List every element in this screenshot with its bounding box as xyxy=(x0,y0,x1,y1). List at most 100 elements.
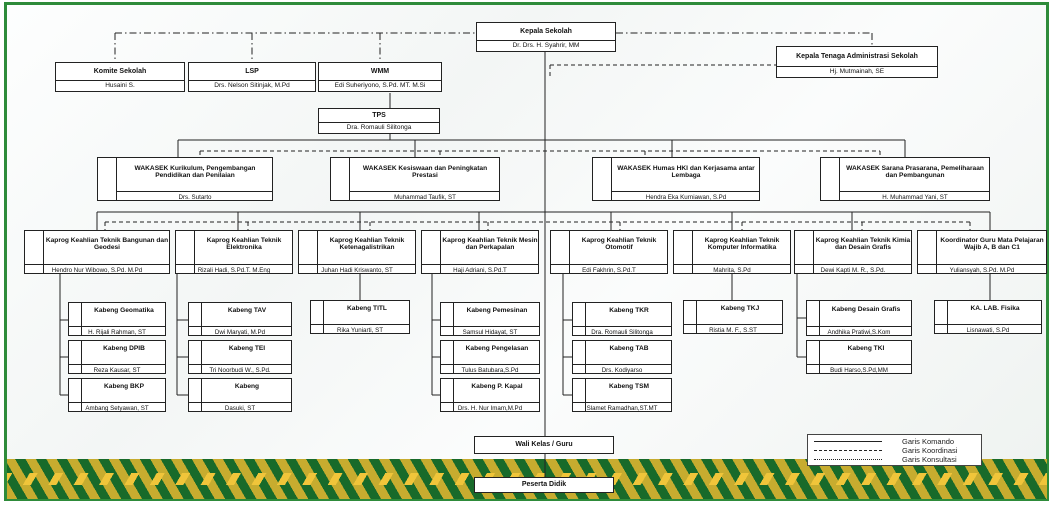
kaprog-name: Haji Adriani, S.Pd.T xyxy=(421,264,539,274)
kabeng-box: Kabeng BKP Ambang Setyawan, ST xyxy=(68,378,166,412)
wakasek-name: Muhammad Taufik, ST xyxy=(350,191,500,201)
kabeng-name: Dra. Romauli Silitonga xyxy=(572,326,672,336)
kabeng-box: Kabeng TITL Rika Yuniarti, ST xyxy=(310,300,410,334)
committee-title: WMM xyxy=(370,67,390,75)
kabeng-box: Kabeng Geomatika H. Rijali Rahman, ST xyxy=(68,302,166,336)
admin-name: Hj. Mutmainah, SE xyxy=(777,66,937,77)
kabeng-box: Kabeng TEI Tri Noorbudi W., S.Pd. xyxy=(188,340,292,374)
kaprog-box-bangunan: Kaprog Keahlian Teknik Bangunan dan Geod… xyxy=(24,230,170,274)
kaprog-name: Hendro Nur Wibowo, S.Pd. M.Pd xyxy=(24,264,170,274)
legend-label: Garis Koordinasi xyxy=(902,446,958,455)
kabeng-box: Kabeng Pengelasan Tulus Batubara,S.Pd xyxy=(440,340,540,374)
committee-title: LSP xyxy=(245,67,259,75)
wakasek-title: WAKASEK Humas HKI dan Kerjasama antar Le… xyxy=(617,164,755,180)
kabeng-box: Kabeng DPIB Reza Kausar, ST xyxy=(68,340,166,374)
kaprog-name: Edi Fakhrin, S.Pd.T xyxy=(550,264,668,274)
kabeng-title: Kabeng TEI xyxy=(228,345,266,353)
kaprog-title: Kaprog Keahlian Teknik Ketenagalistrikan xyxy=(329,236,405,252)
tps-box: TPS Dra. Romauli Silitonga xyxy=(318,108,440,134)
kaprog-name: Rizali Hadi, S.Pd.T. M.Eng xyxy=(175,264,293,274)
kabeng-name: Andhika Pratiwi,S.Kom xyxy=(806,326,912,336)
kaprog-title: Kaprog Keahlian Teknik Bangunan dan Geod… xyxy=(45,236,169,252)
legend-koordinasi: Garis Koordinasi xyxy=(814,446,974,455)
kabeng-title: Kabeng TKJ xyxy=(720,305,760,313)
admin-title: Kepala Tenaga Administrasi Sekolah xyxy=(796,52,918,60)
kabeng-name: Tulus Batubara,S.Pd xyxy=(440,364,540,374)
kaprog-title: Kaprog Keahlian Teknik Komputer Informat… xyxy=(704,236,780,252)
tps-name: Dra. Romauli Silitonga xyxy=(319,122,439,133)
kaprog-box-koordinator: Koordinator Guru Mata Pelajaran Wajib A,… xyxy=(917,230,1047,274)
kaprog-title: Kaprog Keahlian Teknik Kimia dan Desain … xyxy=(815,236,911,252)
kabeng-box: Kabeng TKJ Ristia M. F., S.ST xyxy=(683,300,783,334)
kaprog-box-listrik: Kaprog Keahlian Teknik Ketenagalistrikan… xyxy=(298,230,416,274)
wakasek-title: WAKASEK Sarana Prasarana, Pemeliharaan d… xyxy=(846,164,984,180)
peserta-didik-box: Peserta Didik xyxy=(474,477,614,493)
line-legend: Garis Komando Garis Koordinasi Garis Kon… xyxy=(807,434,982,466)
kabeng-title: Kabeng TKI xyxy=(847,345,885,353)
kaprog-box-kimia: Kaprog Keahlian Teknik Kimia dan Desain … xyxy=(794,230,912,274)
head-box: Kepala Sekolah Dr. Drs. H. Syahrir, MM xyxy=(476,22,616,52)
kabeng-name: Tri Noorbudi W., S.Pd. xyxy=(188,364,292,374)
kabeng-title: Kabeng BKP xyxy=(104,383,144,391)
kabeng-name: Budi Harso,S.Pd,MM xyxy=(806,364,912,374)
kaprog-box-otomotif: Kaprog Keahlian Teknik Otomotif Edi Fakh… xyxy=(550,230,668,274)
peserta-didik-title: Peserta Didik xyxy=(521,481,567,488)
wakasek-title: WAKASEK Kurikulum, Pengembangan Pendidik… xyxy=(134,164,256,180)
kabeng-title: Kabeng TSM xyxy=(609,383,649,391)
kabeng-name: Rika Yuniarti, ST xyxy=(310,324,410,334)
kabeng-name: Drs. Kodiyarso xyxy=(572,364,672,374)
kabeng-name: H. Rijali Rahman, ST xyxy=(68,326,166,336)
kabeng-box: Kabeng P. Kapal Drs. H. Nur Imam,M.Pd xyxy=(440,378,540,412)
wali-kelas-title: Wali Kelas / Guru xyxy=(515,441,573,448)
kabeng-title: Kabeng TITL xyxy=(347,305,387,313)
committee-box-komite: Komite Sekolah Husaini S. xyxy=(55,62,185,92)
kabeng-box: Kabeng TKR Dra. Romauli Silitonga xyxy=(572,302,672,336)
kaprog-name: Juhan Hadi Kriswanto, ST xyxy=(298,264,416,274)
kabeng-box: Kabeng Desain Grafis Andhika Pratiwi,S.K… xyxy=(806,300,912,336)
kabeng-title: Kabeng Pengelasan xyxy=(465,345,529,353)
kabeng-name: Ambang Setyawan, ST xyxy=(68,402,166,412)
kabeng-title: Kabeng Pemesinan xyxy=(466,307,528,315)
kaprog-name: Dewi Kapti M. R., S.Pd. xyxy=(794,264,912,274)
committee-box-wmm: WMM Edi Suheriyono, S.Pd. MT. M.Si xyxy=(318,62,442,92)
wakasek-name: H. Muhammad Yani, ST xyxy=(840,191,990,201)
kabeng-name: Lisnawati, S.Pd xyxy=(934,324,1042,334)
kabeng-title: Kabeng P. Kapal xyxy=(471,383,523,391)
head-name: Dr. Drs. H. Syahrir, MM xyxy=(477,40,615,51)
committee-name: Edi Suheriyono, S.Pd. MT. M.Si xyxy=(319,80,441,91)
kabeng-box: Kabeng TAB Drs. Kodiyarso xyxy=(572,340,672,374)
kabeng-box: Kabeng TSM Slamet Ramadhan,ST.MT xyxy=(572,378,672,412)
kaprog-title: Kaprog Keahlian Teknik Otomotif xyxy=(581,236,657,252)
legend-komando: Garis Komando xyxy=(814,437,974,446)
kaprog-title: Kaprog Keahlian Teknik Mesin dan Perkapa… xyxy=(442,236,538,252)
head-title: Kepala Sekolah xyxy=(520,27,572,35)
kaprog-box-elektronika: Kaprog Keahlian Teknik Elektronika Rizal… xyxy=(175,230,293,274)
wakasek-box-kurikulum: WAKASEK Kurikulum, Pengembangan Pendidik… xyxy=(97,157,273,201)
kabeng-name: Dwi Maryati, M.Pd xyxy=(188,326,292,336)
legend-label: Garis Konsultasi xyxy=(902,455,957,464)
committee-name: Husaini S. xyxy=(56,80,184,91)
kaprog-title: Kaprog Keahlian Teknik Elektronika xyxy=(206,236,282,252)
kabeng-box: Kabeng Dasuki, ST xyxy=(188,378,292,412)
committee-name: Drs. Nelson Sitinjak, M.Pd xyxy=(189,80,315,91)
kabeng-title: Kabeng Desain Grafis xyxy=(831,306,901,314)
kabeng-title: Kabeng xyxy=(234,383,260,391)
kabeng-title: Kabeng Geomatika xyxy=(94,307,154,315)
kabeng-box: Kabeng Pemesinan Samsul Hidayat, ST xyxy=(440,302,540,336)
kabeng-box: Kabeng TAV Dwi Maryati, M.Pd xyxy=(188,302,292,336)
kabeng-title: Kabeng TAV xyxy=(227,307,267,315)
kabeng-name: Samsul Hidayat, ST xyxy=(440,326,540,336)
kaprog-name: Yuliansyah, S.Pd. M.Pd xyxy=(917,264,1047,274)
legend-konsultasi: Garis Konsultasi xyxy=(814,455,974,464)
kabeng-box: Kabeng TKI Budi Harso,S.Pd,MM xyxy=(806,340,912,374)
wakasek-box-kesiswaan: WAKASEK Kesiswaan dan Peningkatan Presta… xyxy=(330,157,500,201)
wakasek-box-humas: WAKASEK Humas HKI dan Kerjasama antar Le… xyxy=(592,157,760,201)
kabeng-name: Dasuki, ST xyxy=(188,402,292,412)
kaprog-name: Mahrita, S.Pd xyxy=(673,264,791,274)
wakasek-box-sarana: WAKASEK Sarana Prasarana, Pemeliharaan d… xyxy=(820,157,990,201)
committee-title: Komite Sekolah xyxy=(93,67,147,75)
wakasek-name: Hendra Eka Kurniawan, S.Pd xyxy=(612,191,760,201)
admin-box: Kepala Tenaga Administrasi Sekolah Hj. M… xyxy=(776,46,938,78)
kaprog-box-mesin: Kaprog Keahlian Teknik Mesin dan Perkapa… xyxy=(421,230,539,274)
